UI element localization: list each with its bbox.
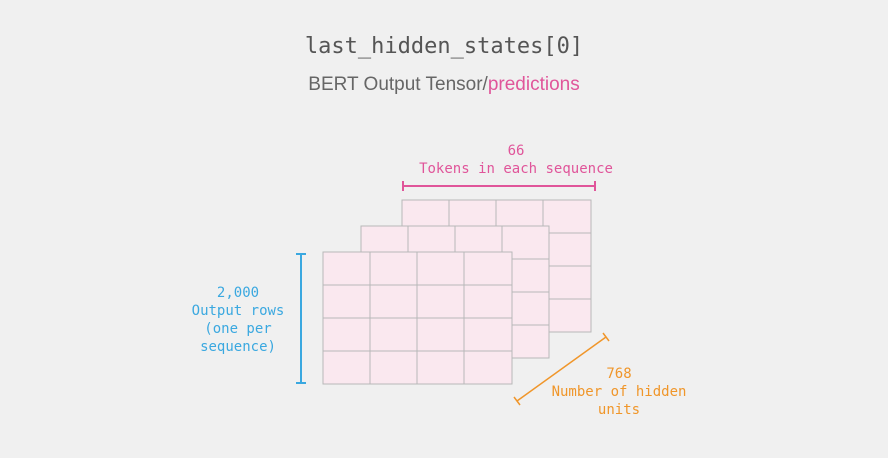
tokens-value: 66: [508, 143, 525, 159]
subtitle-accent: predictions: [487, 74, 580, 95]
hidden-dimension-marker: [513, 332, 610, 406]
grid-layer-front: [322, 251, 513, 385]
hidden-label-line2: units: [598, 402, 640, 418]
tokens-label: Tokens in each sequence: [419, 161, 613, 177]
rows-value: 2,000: [217, 285, 259, 301]
tokens-dimension-marker: [402, 181, 596, 191]
rows-label-line1: Output rows: [192, 303, 285, 319]
rows-label-line2: (one per: [204, 321, 271, 337]
rows-dimension-marker: [296, 253, 306, 384]
hidden-value: 768: [606, 366, 631, 382]
rows-label-line3: sequence): [200, 339, 276, 355]
diagram-title: last_hidden_states[0]: [304, 34, 584, 59]
subtitle-main: BERT Output Tensor/: [308, 74, 488, 95]
hidden-label-line1: Number of hidden: [552, 384, 687, 400]
diagram-subtitle: BERT Output Tensor/predictions: [0, 74, 888, 96]
